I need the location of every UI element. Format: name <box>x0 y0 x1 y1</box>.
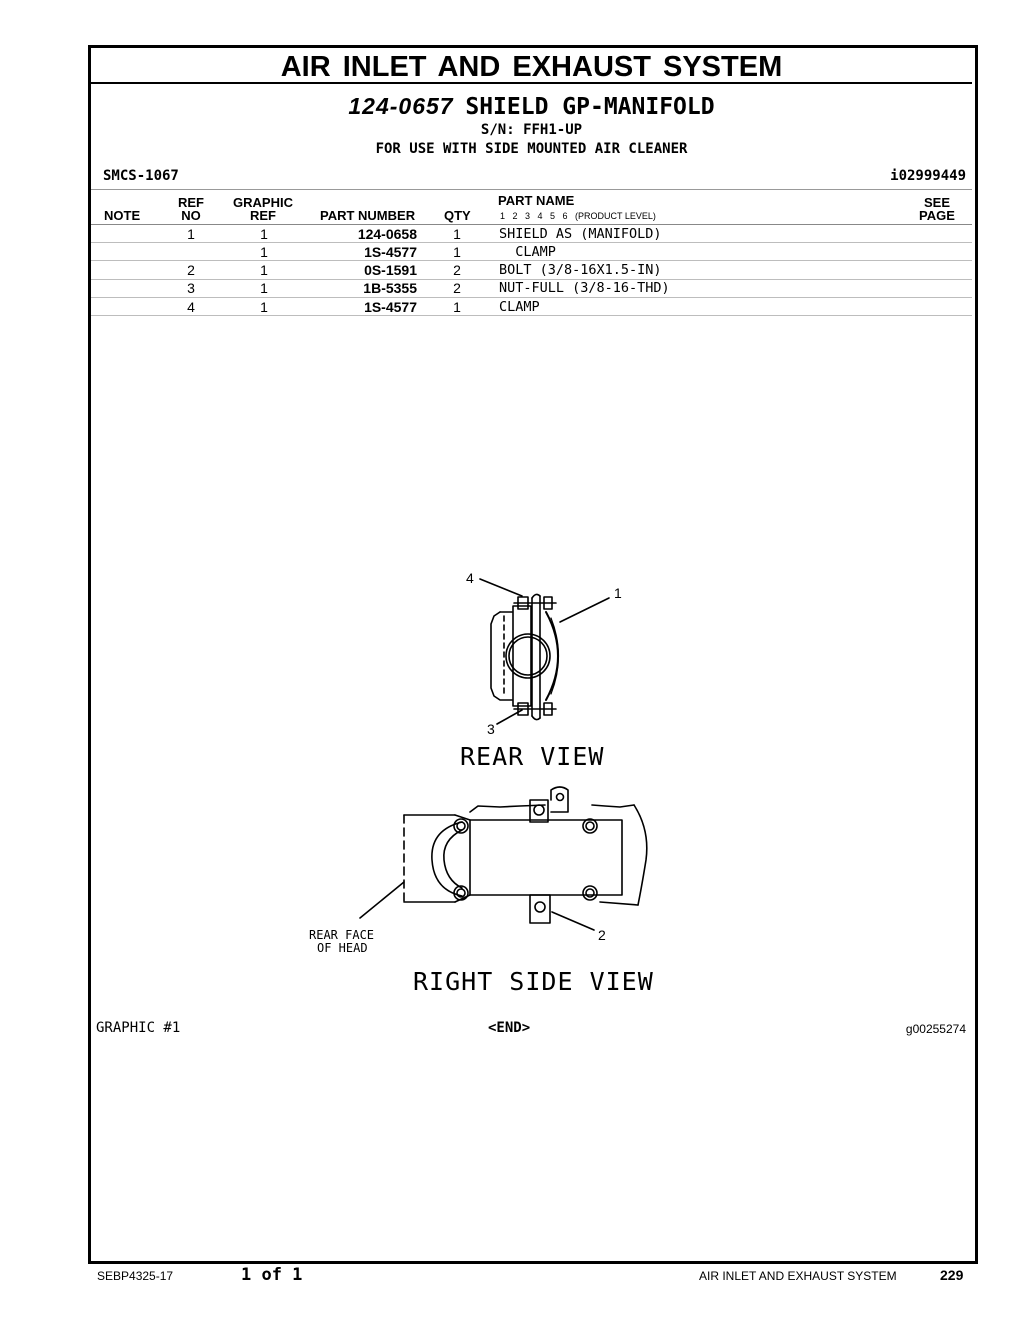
row-ref-no: 4 <box>187 299 195 315</box>
graphic-id: g00255274 <box>905 1022 966 1036</box>
row-part-name: BOLT (3/8-16X1.5-IN) <box>499 262 662 278</box>
right-side-view-drawing <box>359 786 648 931</box>
row-part-number: 1S-4577 <box>364 244 417 260</box>
part-number-heading: 124-0657 <box>348 93 454 119</box>
row-part-name: SHIELD AS (MANIFOLD) <box>499 226 662 242</box>
row-graphic-ref: 1 <box>260 280 268 296</box>
row-part-name: NUT-FULL (3/8-16-THD) <box>499 280 670 296</box>
row-qty: 2 <box>453 262 461 278</box>
product-level-header: 1 2 3 4 5 6 (PRODUCT LEVEL) <box>500 211 656 221</box>
col-part-name-header: PART NAME <box>498 193 575 208</box>
callout-3: 3 <box>487 721 495 737</box>
footer-page-of: 1 of 1 <box>241 1265 303 1285</box>
row-divider <box>91 242 972 243</box>
footer-page-number: 229 <box>940 1267 964 1283</box>
row-part-number: 1S-4577 <box>364 299 417 315</box>
row-part-number: 1B-5355 <box>363 280 417 296</box>
col-note-header: NOTE <box>104 208 141 223</box>
row-divider <box>91 279 972 280</box>
row-part-name: CLAMP <box>499 299 540 315</box>
callout-1: 1 <box>614 585 622 601</box>
part-heading: 124-0657 SHIELD GP-MANIFOLD <box>91 92 972 121</box>
col-qty-header: QTY <box>444 208 471 223</box>
col-ref-no-header-1: REF <box>178 195 204 210</box>
info-id: i02999449 <box>890 168 966 184</box>
col-graphic-ref-header-2: REF <box>250 208 276 223</box>
footer-section: AIR INLET AND EXHAUST SYSTEM <box>699 1269 897 1283</box>
footer-doc-number: SEBP4325-17 <box>97 1269 174 1283</box>
rear-face-label-line2: OF HEAD <box>317 941 368 955</box>
callout-2: 2 <box>598 927 606 943</box>
row-divider <box>91 297 972 298</box>
row-divider <box>91 315 972 316</box>
rear-face-label-line1: REAR FACE <box>309 928 375 942</box>
usage-note: FOR USE WITH SIDE MOUNTED AIR CLEANER <box>375 141 688 157</box>
row-graphic-ref: 1 <box>260 262 268 278</box>
smcs-code: SMCS-1067 <box>103 168 179 184</box>
end-marker: <END> <box>488 1020 531 1036</box>
col-see-page-header-2: PAGE <box>919 208 955 223</box>
section-title: AIR INLET AND EXHAUST SYSTEM <box>91 48 972 84</box>
row-graphic-ref: 1 <box>260 299 268 315</box>
page-frame <box>88 45 978 1264</box>
row-ref-no: 3 <box>187 280 195 296</box>
row-part-number: 124-0658 <box>357 226 417 242</box>
row-graphic-ref: 1 <box>260 226 268 242</box>
row-ref-no: 1 <box>187 226 195 242</box>
rear-view-label: REAR VIEW <box>460 742 605 771</box>
row-qty: 1 <box>453 226 461 242</box>
graphic-label: GRAPHIC #1 <box>96 1020 181 1036</box>
row-divider <box>91 260 972 261</box>
col-graphic-ref-header-1: GRAPHIC <box>233 195 293 210</box>
serial-number: S/N: FFH1-UP <box>480 122 583 138</box>
header-bottom-rule <box>91 224 972 225</box>
header-top-rule <box>91 189 972 190</box>
rear-view-drawing <box>479 578 610 725</box>
part-name-heading: SHIELD GP-MANIFOLD <box>465 94 715 120</box>
row-part-number: 0S-1591 <box>364 262 417 278</box>
row-qty: 2 <box>453 280 461 296</box>
row-ref-no: 2 <box>187 262 195 278</box>
row-graphic-ref: 1 <box>260 244 268 260</box>
row-qty: 1 <box>453 244 461 260</box>
row-part-name: CLAMP <box>499 244 556 260</box>
callout-4: 4 <box>466 570 474 586</box>
row-qty: 1 <box>453 299 461 315</box>
col-part-number-header: PART NUMBER <box>320 208 416 223</box>
right-side-view-label: RIGHT SIDE VIEW <box>413 967 654 996</box>
col-ref-no-header-2: NO <box>181 208 201 223</box>
col-see-page-header-1: SEE <box>923 195 950 210</box>
